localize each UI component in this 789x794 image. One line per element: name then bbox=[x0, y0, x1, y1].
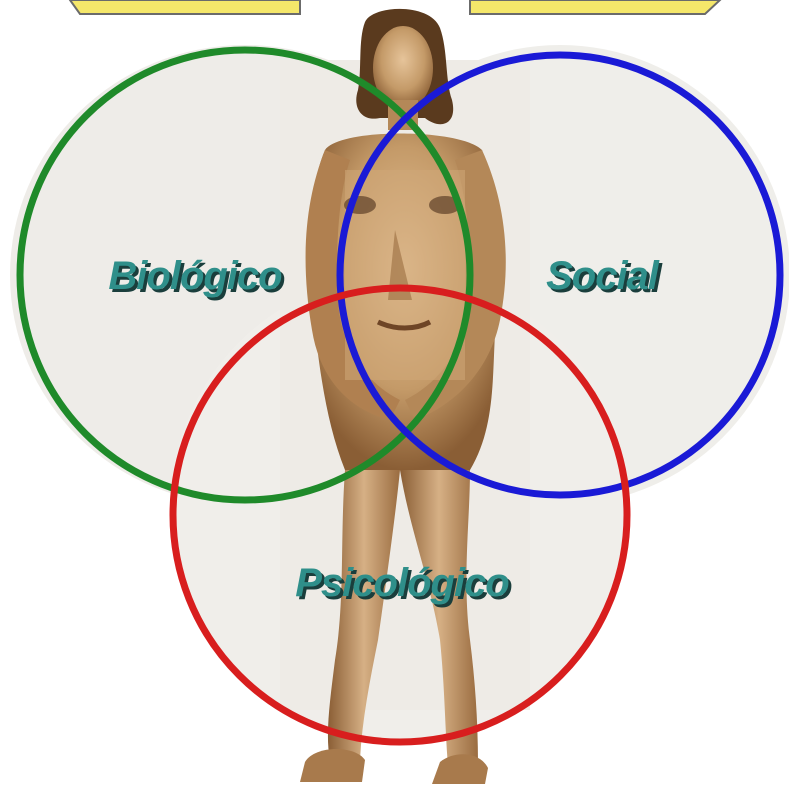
biologico-label: Biológico bbox=[108, 254, 282, 298]
psicologico-label: Psicológico bbox=[295, 561, 509, 605]
left-foot bbox=[300, 749, 365, 782]
social-label: Social bbox=[546, 254, 660, 298]
right-foot bbox=[432, 754, 488, 784]
